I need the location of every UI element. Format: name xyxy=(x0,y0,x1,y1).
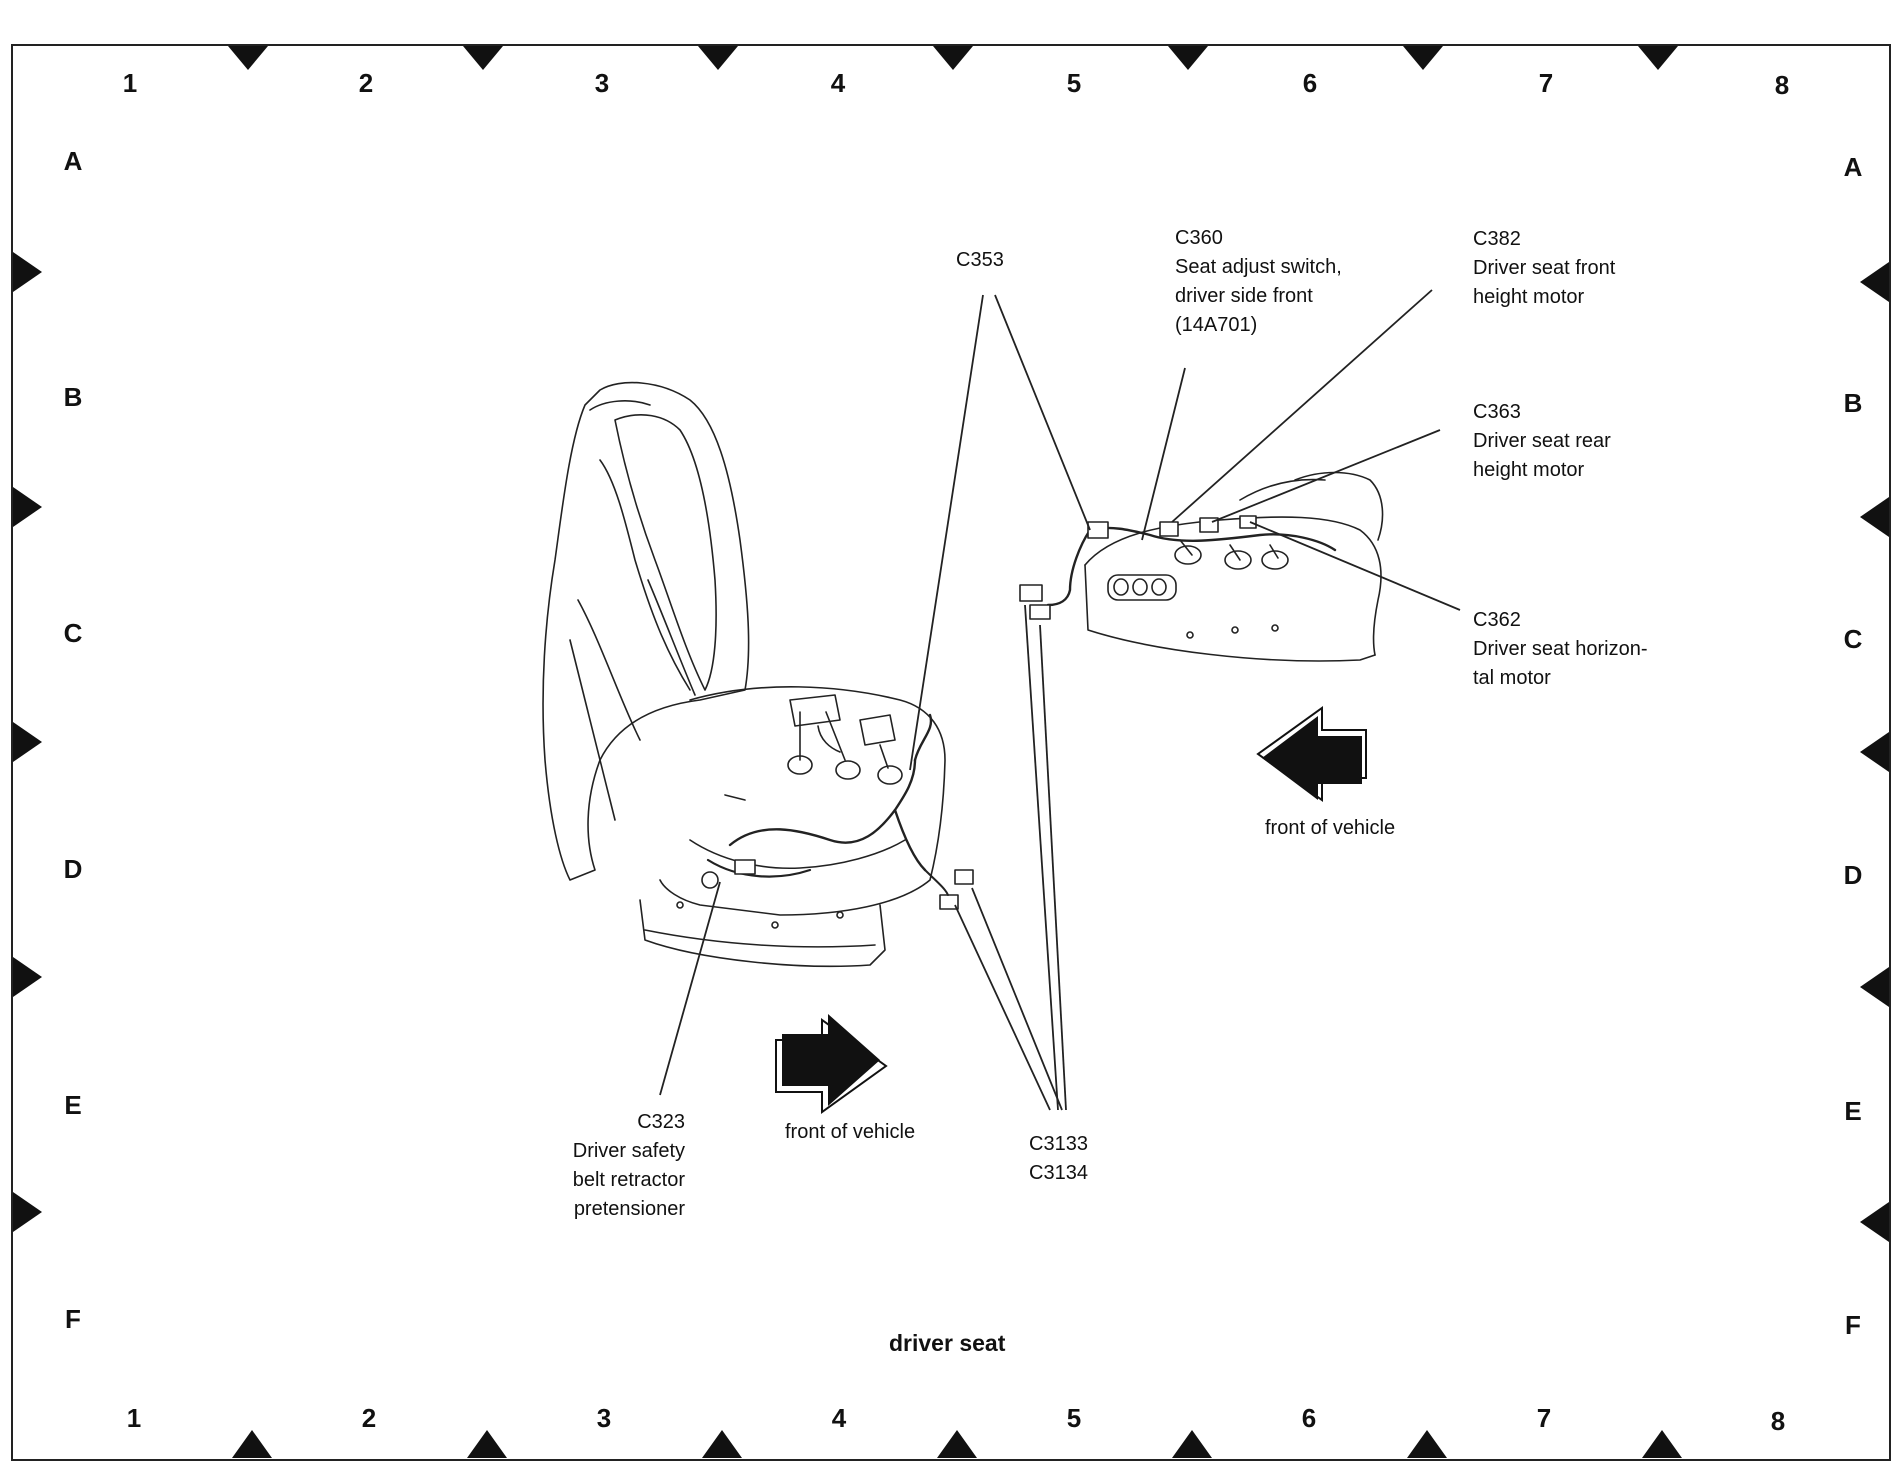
grid-col-2-top: 2 xyxy=(358,68,374,98)
callout-c360-code: C360 xyxy=(1175,227,1223,249)
callout-c382-desc: height motor xyxy=(1473,286,1585,308)
grid-row-d-right: D xyxy=(1843,860,1863,890)
callout-c362: C362 Driver seat horizon- tal motor xyxy=(1473,606,1648,693)
leader-lines xyxy=(659,289,1461,1111)
grid-col-7-top: 7 xyxy=(1538,68,1554,98)
callout-c353-code: C353 xyxy=(956,249,1004,271)
callout-c360: C360 Seat adjust switch, driver side fro… xyxy=(1175,224,1342,340)
grid-col-4-top: 4 xyxy=(830,68,846,98)
figure-title: driver seat xyxy=(889,1330,1006,1356)
grid-row-b-left: B xyxy=(63,382,83,412)
callout-c323: C323 Driver safety belt retractor preten… xyxy=(520,1108,685,1224)
grid-col-6-top: 6 xyxy=(1302,68,1318,98)
grid-col-1-bottom: 1 xyxy=(126,1403,142,1433)
grid-row-e-left: E xyxy=(64,1090,82,1120)
callout-c3133-code: C3133 xyxy=(1029,1133,1088,1155)
callout-c362-desc: Driver seat horizon- xyxy=(1473,638,1648,660)
bottom-zone-markers xyxy=(232,1430,1682,1458)
callout-c360-desc: (14A701) xyxy=(1175,314,1258,336)
callout-c360-desc: Seat adjust switch, xyxy=(1175,256,1342,278)
callout-c3133-c3134: C3133 C3134 xyxy=(1029,1130,1088,1188)
callout-c323-desc: Driver safety xyxy=(572,1140,685,1162)
grid-col-8-top: 8 xyxy=(1774,70,1790,100)
grid-col-3-bottom: 3 xyxy=(596,1403,612,1433)
callout-c363-code: C363 xyxy=(1473,401,1521,423)
seat-switch-illustration xyxy=(1019,471,1384,662)
grid-col-1-top: 1 xyxy=(122,68,138,98)
grid-row-e-right: E xyxy=(1844,1096,1862,1126)
top-zone-markers xyxy=(228,46,1678,70)
callout-c3134-code: C3134 xyxy=(1029,1162,1088,1184)
callout-c323-code: C323 xyxy=(637,1111,685,1133)
arrow-label-left-view: front of vehicle xyxy=(785,1121,916,1143)
right-zone-markers xyxy=(1860,262,1889,1242)
grid-col-5-bottom: 5 xyxy=(1066,1403,1082,1433)
grid-col-6-bottom: 6 xyxy=(1301,1403,1317,1433)
callout-c382: C382 Driver seat front height motor xyxy=(1473,225,1615,312)
callout-c363: C363 Driver seat rear height motor xyxy=(1473,398,1611,485)
callout-c363-desc: Driver seat rear xyxy=(1473,430,1611,452)
grid-row-b-right: B xyxy=(1843,388,1863,418)
grid-row-a-right: A xyxy=(1843,152,1863,182)
callout-c363-desc: height motor xyxy=(1473,459,1585,481)
grid-col-7-bottom: 7 xyxy=(1536,1403,1552,1433)
grid-row-d-left: D xyxy=(63,854,83,884)
grid-row-f-right: F xyxy=(1845,1310,1861,1340)
arrow-label-right-view: front of vehicle xyxy=(1265,817,1396,839)
callout-c353: C353 xyxy=(956,246,1004,275)
arrow-left xyxy=(1256,706,1367,802)
callout-c362-code: C362 xyxy=(1473,609,1521,631)
callout-c323-desc: belt retractor xyxy=(572,1169,685,1191)
grid-col-3-top: 3 xyxy=(594,68,610,98)
grid-row-c-right: C xyxy=(1843,624,1863,654)
callout-c362-desc: tal motor xyxy=(1473,667,1551,689)
grid-row-a-left: A xyxy=(63,146,83,176)
left-zone-markers xyxy=(13,252,42,1232)
grid-row-c-left: C xyxy=(63,618,83,648)
grid-col-4-bottom: 4 xyxy=(831,1403,847,1433)
grid-col-5-top: 5 xyxy=(1066,68,1082,98)
callout-c382-desc: Driver seat front xyxy=(1473,257,1616,279)
callout-c382-code: C382 xyxy=(1473,228,1521,250)
callout-c360-desc: driver side front xyxy=(1175,285,1313,307)
arrow-right xyxy=(775,1014,888,1114)
frame-border xyxy=(11,44,1891,1461)
grid-col-2-bottom: 2 xyxy=(361,1403,377,1433)
grid-row-f-left: F xyxy=(65,1304,81,1334)
callout-c323-desc: pretensioner xyxy=(573,1198,685,1220)
grid-col-8-bottom: 8 xyxy=(1770,1406,1786,1436)
seat-illustration xyxy=(542,381,974,968)
